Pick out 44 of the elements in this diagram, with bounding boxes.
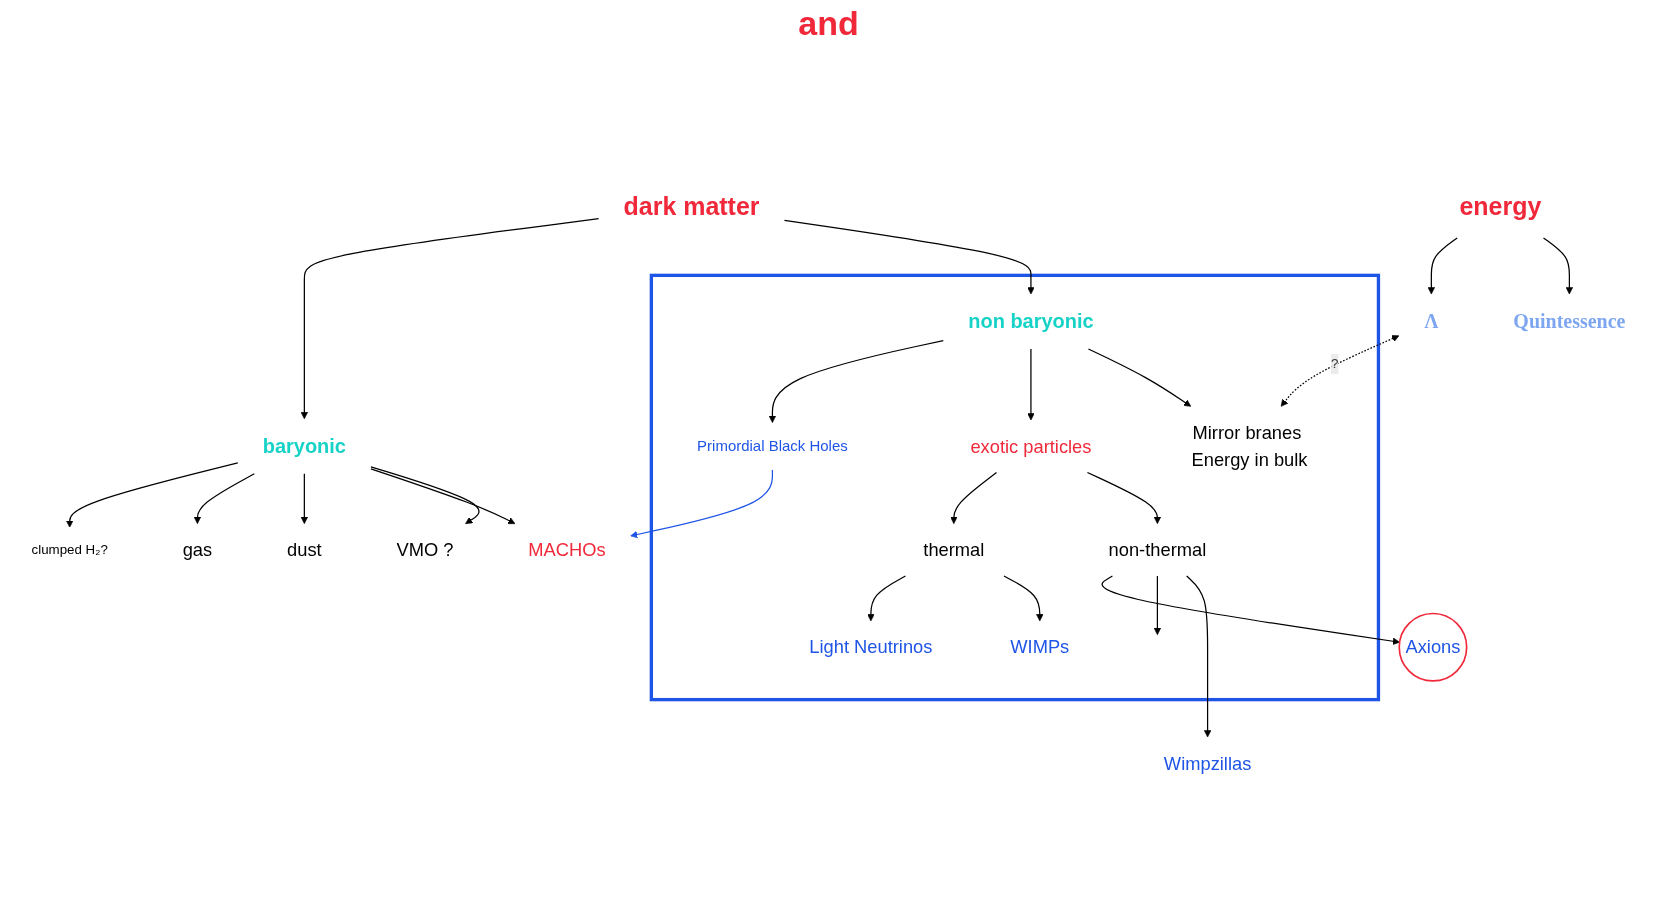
node-text: clumped H₂? (31, 542, 108, 557)
cluster (649, 273, 1381, 702)
edge-label: ? (1331, 356, 1339, 371)
arrow (1542, 237, 1574, 295)
node-text: thermal (923, 539, 985, 561)
arrow (66, 462, 239, 528)
arrow (1003, 575, 1044, 622)
arrow (370, 466, 480, 524)
arrow (1280, 335, 1400, 407)
arrow (1027, 348, 1035, 421)
arrow (370, 468, 516, 524)
arrow (1101, 575, 1400, 645)
node-text: dark matter (623, 193, 760, 221)
node-text: non-thermal (1108, 539, 1207, 561)
node-text: Λ (1424, 310, 1439, 333)
arrow (783, 219, 1035, 295)
arrow (1153, 575, 1162, 636)
heading-word: and (798, 4, 859, 42)
arrow (193, 473, 255, 524)
arrow (300, 218, 600, 420)
node-text: Primordial Black Holes (697, 437, 848, 455)
node-text: dust (287, 539, 322, 561)
node-text: Quintessence (1513, 310, 1626, 333)
node-text: gas (182, 539, 213, 561)
arrow (1087, 348, 1192, 407)
node-text: VMO ? (396, 539, 454, 561)
node-text: non baryonic (968, 309, 1094, 333)
arrow (630, 469, 774, 539)
node-text: baryonic (262, 434, 346, 458)
arrow (768, 339, 944, 423)
node-text: WIMPs (1010, 636, 1070, 658)
node-text: Mirror branes Energy in bulk (1191, 422, 1308, 471)
node-text: Light Neutrinos (809, 636, 933, 658)
arrow (1086, 471, 1162, 524)
node-text: Wimpzillas (1163, 752, 1252, 774)
node-text: exotic particles (970, 435, 1092, 457)
node-text: energy (1459, 193, 1542, 221)
arrow (1186, 575, 1212, 738)
node-circle: Axions (1398, 612, 1468, 682)
arrow (1427, 237, 1458, 295)
arrow (950, 471, 998, 524)
node-text: MACHOs (528, 539, 606, 561)
arrow (867, 575, 907, 622)
arrow (300, 473, 308, 524)
